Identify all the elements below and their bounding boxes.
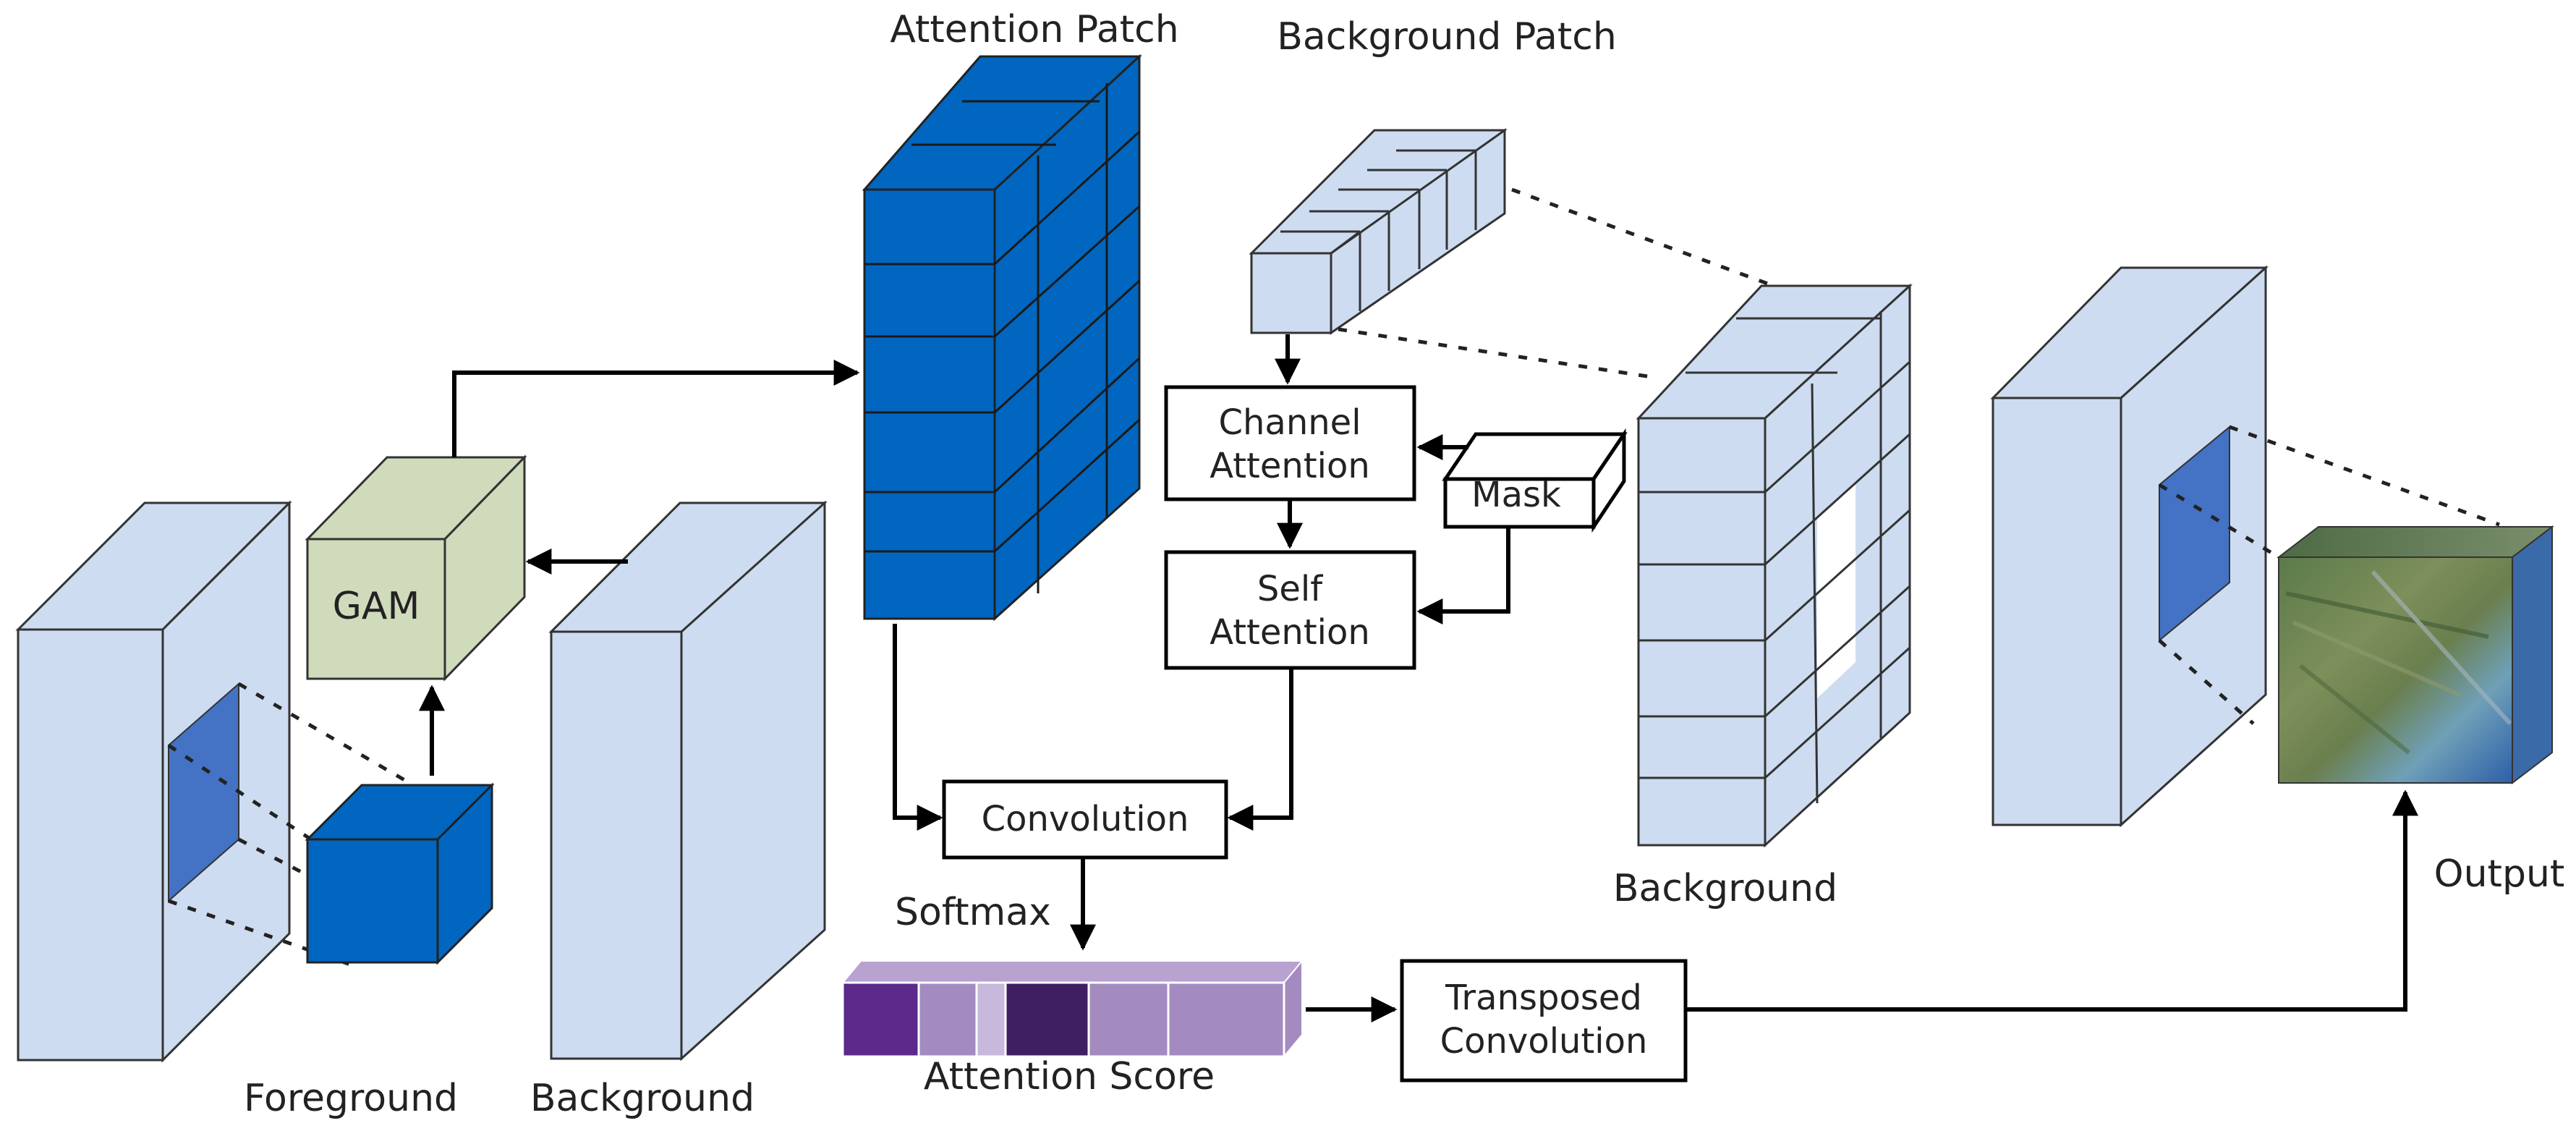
softmax-label: Softmax bbox=[895, 891, 1051, 934]
background-patch-label: Background Patch bbox=[1277, 15, 1617, 59]
channel-attention-line2: Attention bbox=[1210, 446, 1370, 486]
transposed-convolution-box: Transposed Convolution bbox=[1400, 959, 1688, 1083]
output-frame-block bbox=[1990, 265, 2269, 828]
foreground-feature-cube bbox=[305, 782, 495, 965]
left-arrows bbox=[419, 360, 860, 776]
gam-block: GAM bbox=[305, 454, 527, 682]
background-right-label: Background bbox=[1613, 867, 1837, 910]
convolution-label: Convolution bbox=[982, 799, 1189, 839]
transposed-to-output-arrow bbox=[1687, 789, 2418, 1012]
attention-to-conv-arrow bbox=[893, 624, 943, 831]
foreground-label: Foreground bbox=[244, 1077, 458, 1120]
output-label: Output bbox=[2434, 852, 2565, 896]
attention-patch-label: Attention Patch bbox=[890, 8, 1178, 51]
attention-arrows bbox=[1277, 434, 1510, 624]
output-projection-lines bbox=[2158, 425, 2500, 725]
attention-score-label: Attention Score bbox=[924, 1055, 1215, 1098]
output-image-cube bbox=[2277, 525, 2554, 785]
background-patch-block: Background Patch bbox=[1249, 15, 1617, 335]
transposed-conv-line2: Convolution bbox=[1440, 1021, 1648, 1062]
self-attention-line2: Attention bbox=[1210, 612, 1370, 653]
mask-block: Mask bbox=[1442, 428, 1628, 533]
transposed-conv-line1: Transposed bbox=[1445, 978, 1642, 1018]
foreground-block bbox=[15, 500, 292, 1063]
self-attention-box: Self Attention bbox=[1164, 550, 1416, 670]
channel-attention-line1: Channel bbox=[1218, 402, 1361, 443]
self-attention-line1: Self bbox=[1257, 569, 1323, 609]
channel-attention-box: Channel Attention bbox=[1164, 385, 1416, 501]
attention-patch-block: Attention Patch bbox=[862, 8, 1179, 622]
background-patch-projection-lines bbox=[1338, 187, 1780, 380]
mask-label: Mask bbox=[1471, 475, 1561, 515]
convolution-box: Convolution bbox=[942, 779, 1228, 860]
output-patch bbox=[2159, 425, 2230, 643]
background-block-left bbox=[548, 500, 828, 1062]
gam-label: GAM bbox=[333, 585, 420, 628]
attention-score-block: Attention Score bbox=[841, 959, 1304, 1098]
self-to-conv-arrow bbox=[1227, 669, 1293, 831]
background-block-right: Background bbox=[1613, 283, 1913, 910]
background-left-label: Background bbox=[530, 1077, 754, 1120]
